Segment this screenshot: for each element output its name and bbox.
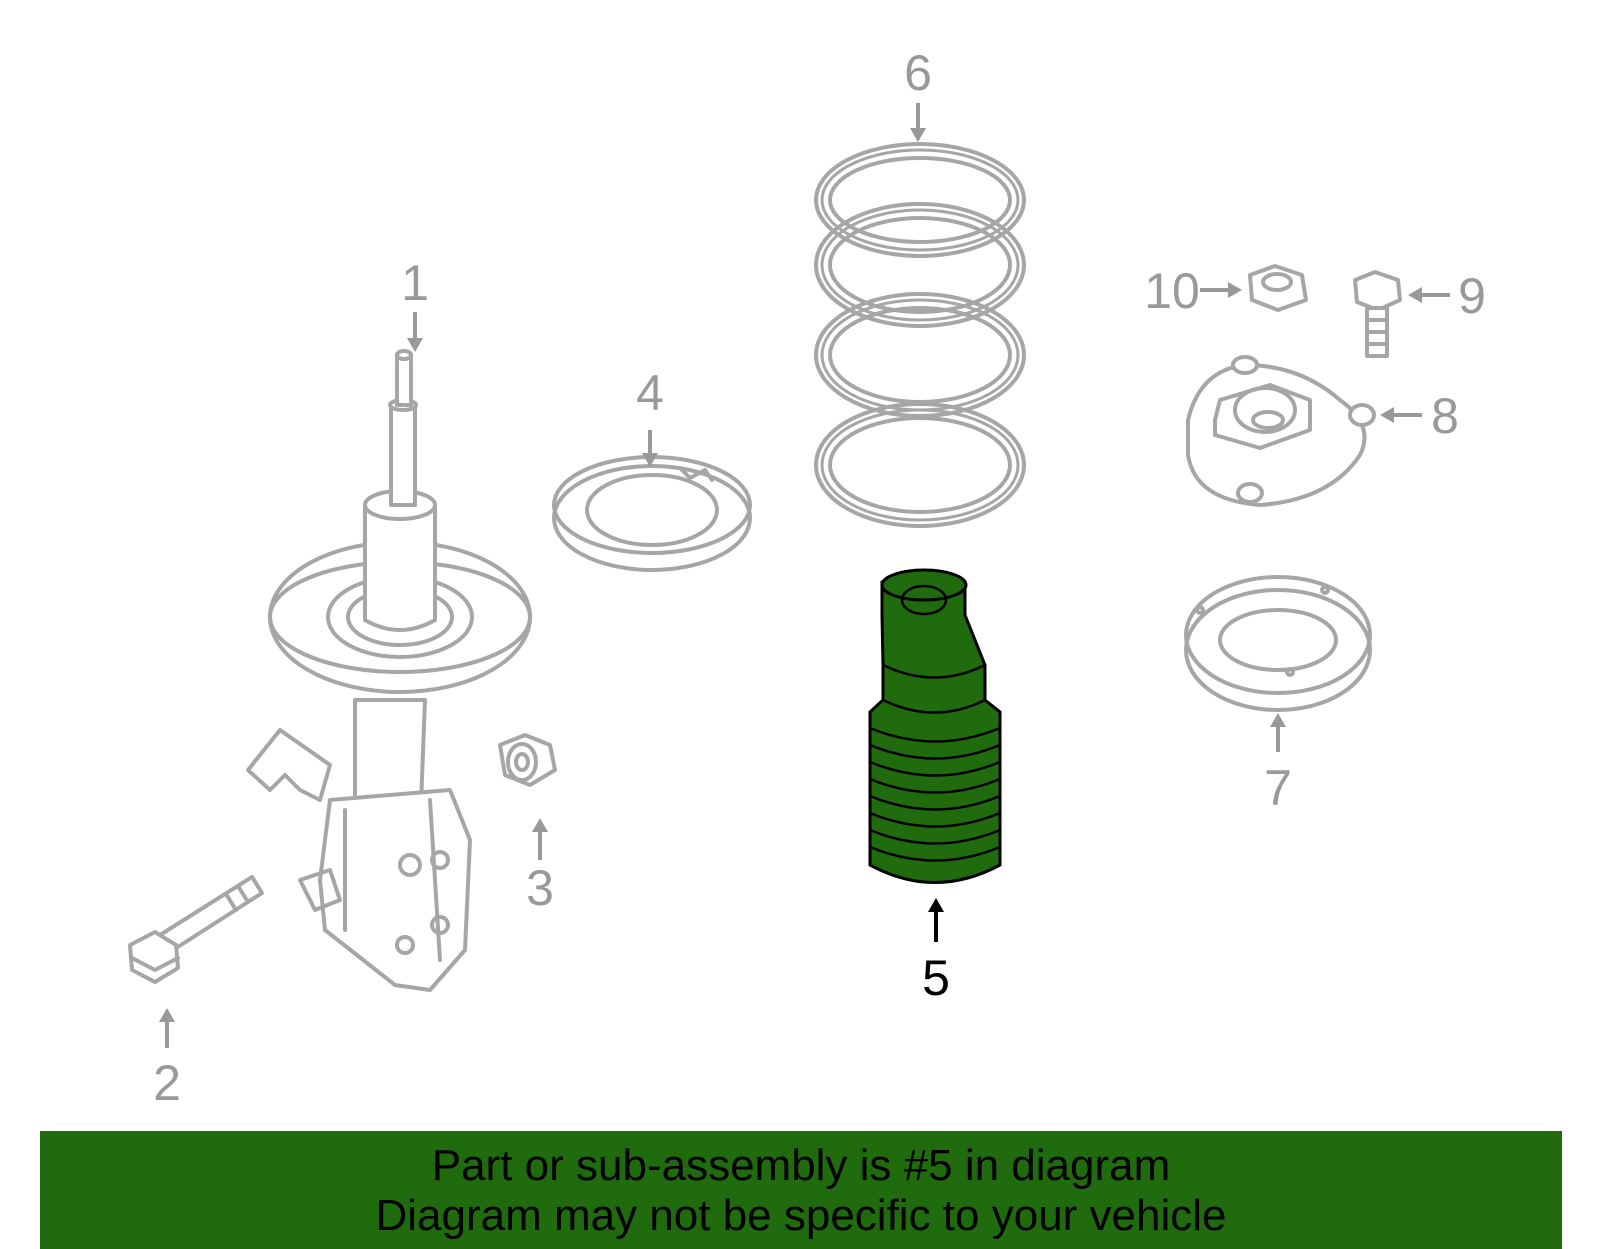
callout-3: 3	[526, 860, 554, 916]
footer-banner: Part or sub-assembly is #5 in diagram Di…	[40, 1131, 1562, 1249]
footer-line-1: Part or sub-assembly is #5 in diagram	[431, 1141, 1171, 1190]
callout-2: 2	[153, 1055, 181, 1111]
callout-6: 6	[904, 45, 932, 101]
callout-5: 5	[922, 950, 950, 1006]
mount-bolt[interactable]	[1353, 270, 1402, 358]
callout-10: 10	[1144, 263, 1200, 319]
mount-nut[interactable]	[1248, 264, 1308, 312]
strut-mount[interactable]	[1186, 355, 1376, 507]
spring-seat[interactable]	[1184, 575, 1372, 712]
callout-1: 1	[401, 255, 429, 311]
parts-diagram: 1 2 3 4 5 6 7 8 9 10	[128, 45, 1486, 1111]
nut[interactable]	[498, 733, 557, 787]
callout-8: 8	[1431, 388, 1459, 444]
callout-9: 9	[1458, 268, 1486, 324]
callout-7: 7	[1264, 760, 1292, 816]
leader-arrows	[159, 103, 1450, 1048]
strut-assembly[interactable]	[246, 349, 532, 992]
footer-line-2: Diagram may not be specific to your vehi…	[375, 1191, 1227, 1240]
dust-boot-highlighted[interactable]	[868, 568, 1002, 884]
coil-spring[interactable]	[814, 142, 1026, 528]
callout-4: 4	[636, 365, 664, 421]
bolt[interactable]	[128, 875, 264, 984]
spring-insulator[interactable]	[552, 455, 752, 572]
